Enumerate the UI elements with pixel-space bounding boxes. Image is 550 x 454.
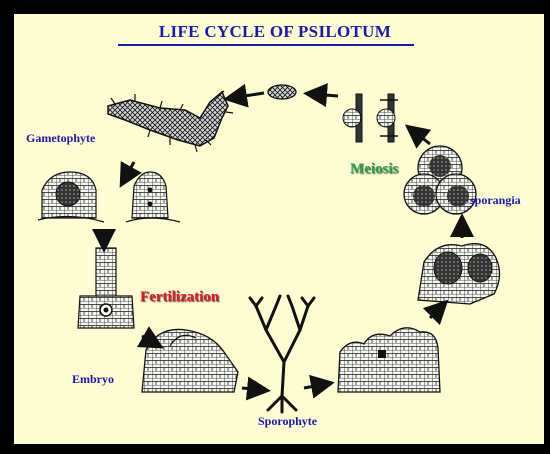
arrow-spore-to-gametophyte <box>232 93 264 98</box>
label-sporangia: sporangia <box>470 193 521 208</box>
sporangia-drawing <box>404 146 476 214</box>
arrow-to-developing-sporangia <box>430 306 442 318</box>
label-gametophyte: Gametophyte <box>26 131 95 146</box>
spore-drawing <box>268 85 296 99</box>
developing-sporangia-drawing <box>418 244 500 304</box>
sporophyte-drawing <box>250 296 314 412</box>
embryo-drawing <box>142 329 238 392</box>
arrow-gametophyte-to-organs <box>124 162 134 180</box>
gametophyte-drawing <box>108 91 233 152</box>
label-fertilization: Fertilization <box>140 289 219 306</box>
spore-release-drawing <box>343 94 398 142</box>
arrow-release-to-spore <box>312 94 338 96</box>
label-embryo: Embryo <box>72 372 114 387</box>
label-meiosis: Meiosis <box>350 161 398 178</box>
arrow-embryo-to-sporophyte <box>242 388 262 390</box>
gamete-organs-drawing <box>38 172 180 222</box>
arrow-sporangia-to-release <box>412 130 430 144</box>
label-sporophyte: Sporophyte <box>258 414 317 429</box>
arrow-sporophyte-to-sporangium <box>304 384 326 388</box>
young-sporangium-drawing <box>338 328 440 392</box>
archegonium-drawing <box>78 248 134 328</box>
